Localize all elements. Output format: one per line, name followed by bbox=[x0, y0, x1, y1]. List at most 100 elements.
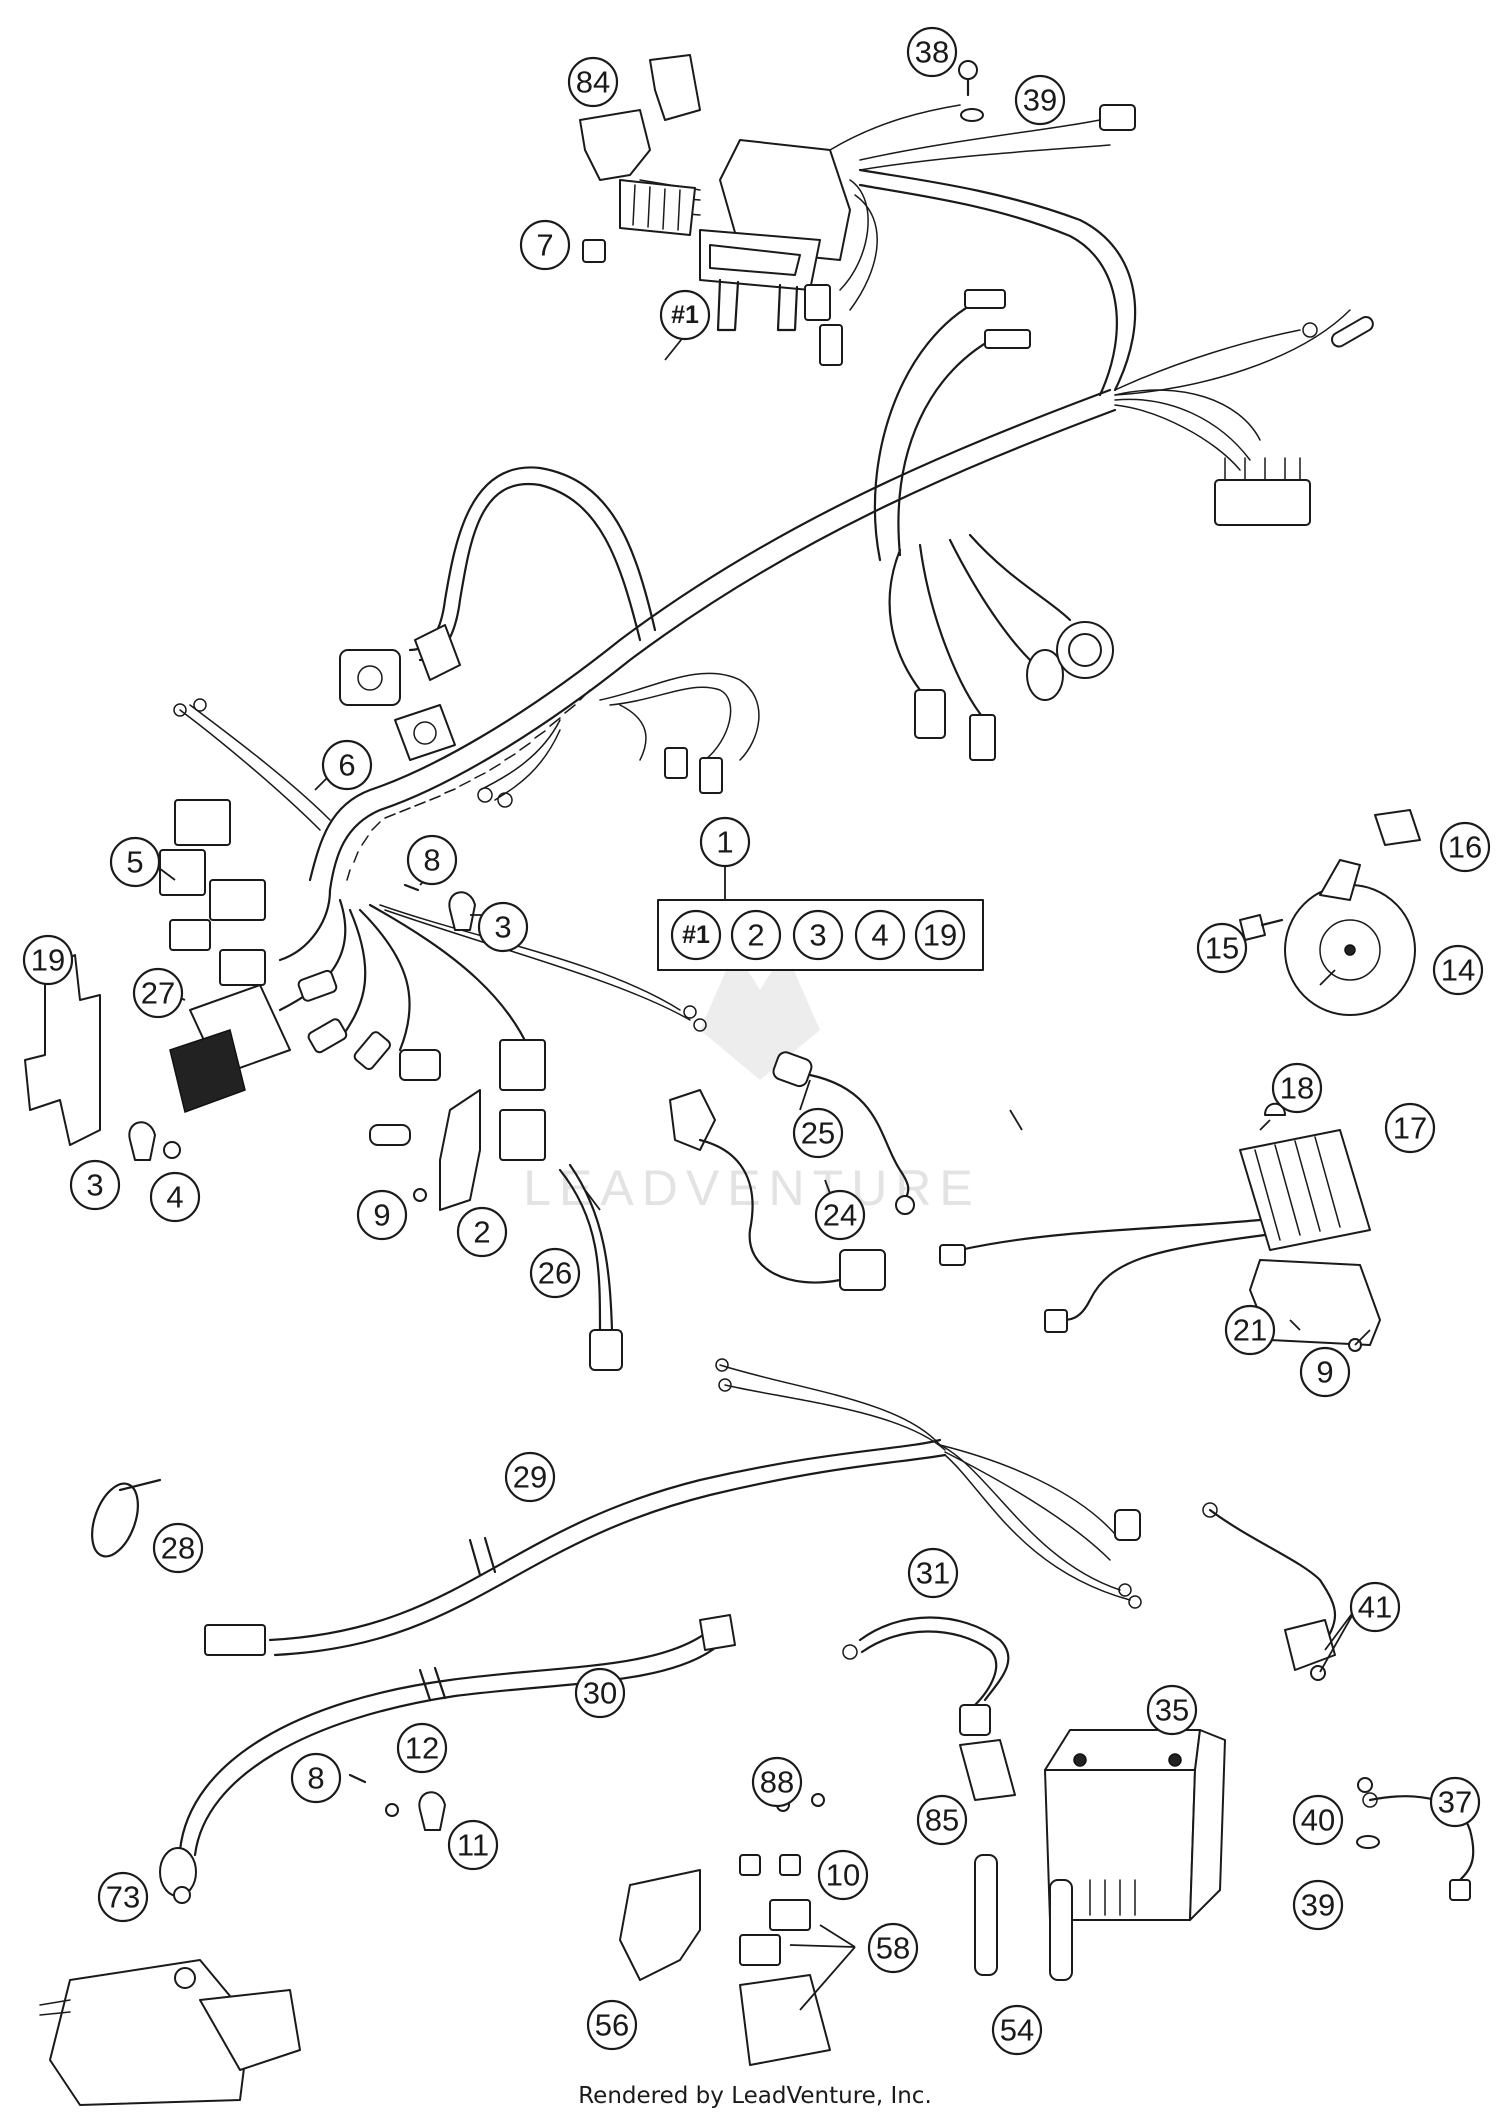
callout-circle bbox=[586, 1999, 638, 2051]
callout-8-top[interactable]: 8 bbox=[406, 834, 458, 886]
callout-circle bbox=[1146, 1684, 1198, 1736]
callout-label: 8 bbox=[423, 843, 440, 878]
callout-2[interactable]: 2 bbox=[456, 1206, 508, 1258]
callout-24[interactable]: 24 bbox=[814, 1189, 866, 1241]
cable-tie-28[interactable] bbox=[83, 1477, 162, 1562]
voltage-regulator-17[interactable] bbox=[939, 1129, 1371, 1333]
callout-35[interactable]: 35 bbox=[1146, 1684, 1198, 1736]
callout-9-left[interactable]: 9 bbox=[356, 1189, 408, 1241]
callout-label: 3 bbox=[809, 918, 826, 953]
callout-38[interactable]: 38 bbox=[906, 26, 958, 78]
ground-cable-31[interactable] bbox=[842, 1616, 1010, 1736]
bracket-21[interactable] bbox=[1249, 1259, 1381, 1346]
callout-58[interactable]: 58 bbox=[867, 1922, 919, 1974]
callout-kit-item-4[interactable]: 4 bbox=[854, 909, 906, 961]
nut-73[interactable] bbox=[173, 1886, 191, 1904]
bracket-19[interactable] bbox=[24, 954, 101, 1146]
nut-18[interactable] bbox=[1264, 1102, 1286, 1116]
callout-18[interactable]: 18 bbox=[1271, 1062, 1323, 1114]
callout-54[interactable]: 54 bbox=[991, 2004, 1043, 2056]
callout-25[interactable]: 25 bbox=[792, 1107, 844, 1159]
screw-9-left[interactable] bbox=[413, 1188, 427, 1202]
bracket-2[interactable] bbox=[439, 1089, 481, 1211]
battery-cable-30[interactable] bbox=[159, 1614, 736, 1897]
clamp-3-top[interactable] bbox=[448, 891, 476, 931]
callout-12[interactable]: 12 bbox=[396, 1722, 448, 1774]
callout-6[interactable]: 6 bbox=[321, 739, 373, 791]
relays-58[interactable] bbox=[739, 1899, 831, 2066]
callout-5[interactable]: 5 bbox=[109, 836, 161, 888]
callout-27[interactable]: 27 bbox=[132, 967, 184, 1019]
sensor-25[interactable] bbox=[771, 1050, 915, 1215]
fuse-box-assembly[interactable] bbox=[619, 104, 1136, 366]
callout-37[interactable]: 37 bbox=[1429, 1776, 1481, 1828]
callout-85[interactable]: 85 bbox=[916, 1794, 968, 1846]
washer-39-top[interactable] bbox=[960, 108, 984, 122]
callout-3-left[interactable]: 3 bbox=[69, 1159, 121, 1211]
straps-54[interactable] bbox=[974, 1854, 1073, 1981]
callout-3-top[interactable]: 3 bbox=[477, 901, 529, 953]
callout-40[interactable]: 40 bbox=[1292, 1794, 1344, 1846]
callout-4[interactable]: 4 bbox=[149, 1171, 201, 1223]
sensor-26[interactable] bbox=[558, 1163, 623, 1371]
mounting-bracket-84[interactable] bbox=[579, 54, 701, 181]
callout-31[interactable]: 31 bbox=[907, 1547, 959, 1599]
callout-7[interactable]: 7 bbox=[519, 219, 571, 271]
battery-35[interactable] bbox=[1044, 1729, 1226, 1921]
cable-37[interactable] bbox=[1362, 1792, 1475, 1901]
callout-19[interactable]: 19 bbox=[22, 934, 74, 986]
callout-39-top[interactable]: 39 bbox=[1014, 74, 1066, 126]
callout-26[interactable]: 26 bbox=[529, 1247, 581, 1299]
callout-41[interactable]: 41 bbox=[1349, 1581, 1401, 1633]
callout-15[interactable]: 15 bbox=[1196, 922, 1248, 974]
screw-8-bottom[interactable] bbox=[348, 1773, 367, 1784]
screw-38[interactable] bbox=[958, 60, 978, 97]
callout-88[interactable]: 88 bbox=[751, 1756, 803, 1808]
connector-85[interactable] bbox=[959, 1739, 1016, 1801]
callout-14[interactable]: 14 bbox=[1432, 944, 1484, 996]
sensor-41[interactable] bbox=[1202, 1502, 1337, 1681]
callout-kit-item-2[interactable]: 2 bbox=[730, 909, 782, 961]
callout-harness[interactable]: #1 bbox=[659, 289, 711, 341]
callout-circle bbox=[1439, 821, 1491, 873]
callout-label: 84 bbox=[576, 65, 610, 100]
callout-kit-parent[interactable]: 1 bbox=[699, 816, 751, 868]
callout-30[interactable]: 30 bbox=[574, 1667, 626, 1719]
fuse-7[interactable] bbox=[582, 239, 606, 263]
callout-17[interactable]: 17 bbox=[1384, 1102, 1436, 1154]
washer-39-bottom[interactable] bbox=[1356, 1835, 1380, 1849]
callout-21[interactable]: 21 bbox=[1224, 1304, 1276, 1356]
clamp-3-left[interactable] bbox=[128, 1121, 156, 1161]
callout-29[interactable]: 29 bbox=[504, 1451, 556, 1503]
nut-4[interactable] bbox=[163, 1141, 181, 1159]
bolt-15[interactable] bbox=[1239, 914, 1284, 941]
bracket-56[interactable] bbox=[619, 1869, 701, 1981]
fuses-10[interactable] bbox=[739, 1854, 801, 1876]
switch-24[interactable] bbox=[669, 1089, 886, 1291]
callout-56[interactable]: 56 bbox=[586, 1999, 638, 2051]
callout-39-bottom[interactable]: 39 bbox=[1292, 1879, 1344, 1931]
callout-9-right[interactable]: 9 bbox=[1299, 1346, 1351, 1398]
callout-kit-item-harness[interactable]: #1 bbox=[670, 909, 722, 961]
bracket-16[interactable] bbox=[1374, 809, 1421, 846]
screw-8-top[interactable] bbox=[403, 883, 420, 892]
callout-label: 25 bbox=[801, 1116, 835, 1151]
main-wiring-harness[interactable] bbox=[159, 168, 1375, 1161]
horn-14[interactable] bbox=[1284, 859, 1416, 1016]
callout-10[interactable]: 10 bbox=[817, 1849, 869, 1901]
clamp-11[interactable] bbox=[418, 1791, 446, 1831]
cable-29[interactable] bbox=[204, 1358, 1142, 1657]
callout-84[interactable]: 84 bbox=[567, 56, 619, 108]
starter-motor[interactable] bbox=[39, 1959, 301, 2106]
callout-28[interactable]: 28 bbox=[152, 1522, 204, 1574]
washer-12[interactable] bbox=[385, 1803, 399, 1817]
callout-circle bbox=[132, 967, 184, 1019]
bolt-40[interactable] bbox=[1357, 1777, 1373, 1793]
callout-73[interactable]: 73 bbox=[97, 1871, 149, 1923]
callout-11[interactable]: 11 bbox=[447, 1819, 499, 1871]
callout-8-bottom[interactable]: 8 bbox=[290, 1752, 342, 1804]
callout-kit-item-3[interactable]: 3 bbox=[792, 909, 844, 961]
callout-16[interactable]: 16 bbox=[1439, 821, 1491, 873]
callout-kit-item-19[interactable]: 19 bbox=[914, 909, 966, 961]
